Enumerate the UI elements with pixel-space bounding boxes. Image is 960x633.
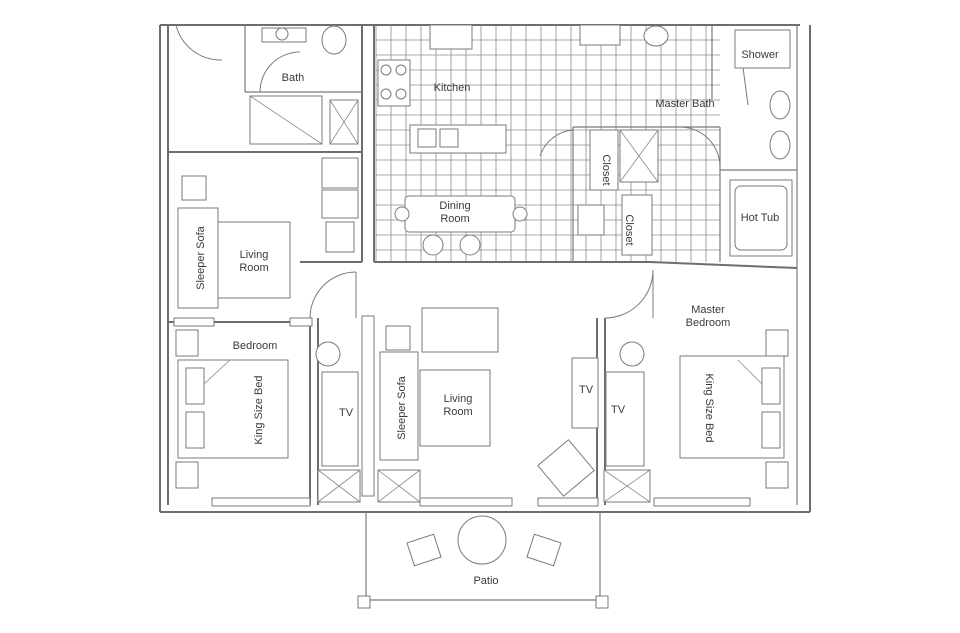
- label-closet-2: Closet: [623, 214, 635, 245]
- label-hot-tub: Hot Tub: [741, 212, 780, 224]
- label-closet-1: Closet: [600, 154, 612, 185]
- label-sleeper-sofa-left: Sleeper Sofa: [195, 225, 207, 289]
- dining-table: [394, 195, 528, 256]
- label-bedroom: Bedroom: [233, 340, 278, 352]
- label-dining-1: Dining: [439, 200, 470, 212]
- label-tv-master-wall: TV: [579, 384, 594, 396]
- label-living-center-1: Living: [444, 393, 473, 405]
- patio: [357, 512, 609, 609]
- label-tv-left: TV: [339, 407, 354, 419]
- label-master-bedroom-2: Bedroom: [686, 317, 731, 329]
- label-master-bath: Master Bath: [655, 98, 714, 110]
- label-king-bed-left: King Size Bed: [253, 375, 265, 444]
- patio-doors: [211, 497, 751, 507]
- center-living-furniture: [361, 307, 595, 503]
- label-kitchen: Kitchen: [434, 82, 471, 94]
- kitchen-tile-floor: [249, 24, 720, 262]
- left-bedroom-furniture: [175, 329, 361, 503]
- label-bath: Bath: [282, 72, 305, 84]
- label-master-bedroom-1: Master: [691, 304, 725, 316]
- kitchen-fixtures: [321, 24, 507, 253]
- label-sleeper-sofa-center: Sleeper Sofa: [396, 375, 408, 439]
- master-bath-fixtures: [577, 24, 793, 257]
- left-living-furniture: [173, 175, 313, 327]
- label-shower: Shower: [741, 49, 779, 61]
- master-bedroom-furniture: [571, 329, 789, 503]
- label-dining-2: Room: [440, 213, 469, 225]
- room-labels: Bath Kitchen Master Bath Shower Closet C…: [195, 49, 779, 587]
- interior-walls: [168, 25, 798, 505]
- exterior-walls: [159, 24, 811, 513]
- label-patio: Patio: [473, 575, 498, 587]
- label-living-left-1: Living: [240, 249, 269, 261]
- label-living-left-2: Room: [239, 262, 268, 274]
- label-tv-master-cabinet: TV: [611, 404, 626, 416]
- label-king-bed-right: King Size Bed: [703, 373, 715, 442]
- bath-fixtures: [249, 25, 359, 145]
- label-living-center-2: Room: [443, 406, 472, 418]
